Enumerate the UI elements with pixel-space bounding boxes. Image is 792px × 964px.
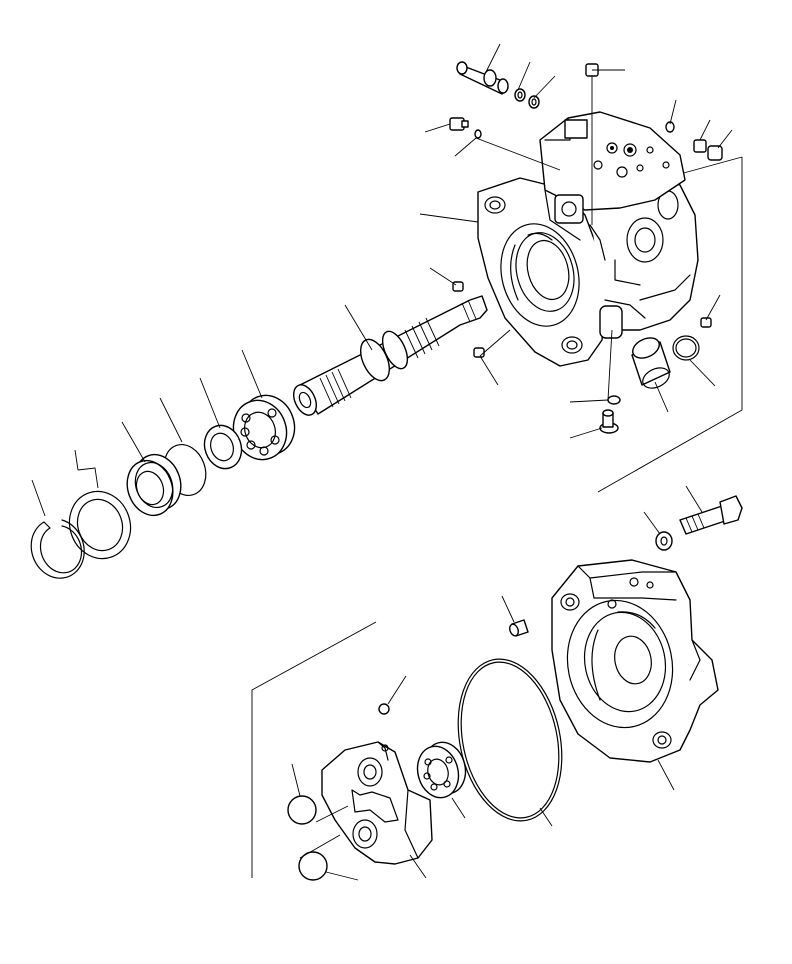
pin-icon bbox=[509, 619, 529, 637]
ball-icon-small-2 bbox=[665, 121, 675, 133]
o-ring-icon-sleeve bbox=[672, 335, 700, 361]
plug-icon-right-1 bbox=[693, 139, 707, 153]
valve-block-icon bbox=[539, 111, 686, 261]
plug-icon-bore-1 bbox=[452, 281, 464, 292]
bearing-icon-small bbox=[416, 741, 467, 799]
spool-icon bbox=[456, 61, 509, 95]
bolt-icon bbox=[679, 495, 743, 535]
plug-icon-right-2 bbox=[707, 145, 723, 161]
group-frame-lower bbox=[251, 621, 377, 878]
washer-icon bbox=[655, 531, 673, 551]
ring-icon-spacer bbox=[203, 424, 243, 470]
o-ring-icon-spool-1 bbox=[514, 88, 526, 102]
sleeve-icon bbox=[631, 337, 671, 389]
plug-icon-left bbox=[449, 117, 469, 131]
orifice-plug-icon bbox=[599, 409, 619, 434]
pump-case-icon bbox=[477, 174, 699, 367]
bearing-icon-large bbox=[232, 394, 296, 461]
group-frame-upper bbox=[597, 156, 743, 493]
ring-icon-retainer bbox=[68, 490, 132, 560]
ball-icon-2 bbox=[287, 795, 317, 825]
ball-icon-3 bbox=[298, 851, 328, 881]
washer-icon-small bbox=[607, 395, 621, 405]
ball-icon-small-1 bbox=[474, 129, 482, 139]
end-cap-icon bbox=[551, 559, 719, 763]
o-ring-icon-large bbox=[457, 658, 563, 822]
seal-icon bbox=[126, 453, 182, 517]
snap-ring-icon bbox=[30, 519, 85, 579]
ball-icon-1 bbox=[378, 703, 390, 715]
leader-lines bbox=[31, 43, 733, 881]
o-ring-icon-spool-2 bbox=[528, 95, 540, 109]
shaft-icon bbox=[292, 295, 488, 416]
plug-icon-bore-3 bbox=[700, 317, 712, 328]
valve-plate-icon bbox=[321, 741, 433, 865]
plug-icon-bore-2 bbox=[473, 347, 485, 358]
